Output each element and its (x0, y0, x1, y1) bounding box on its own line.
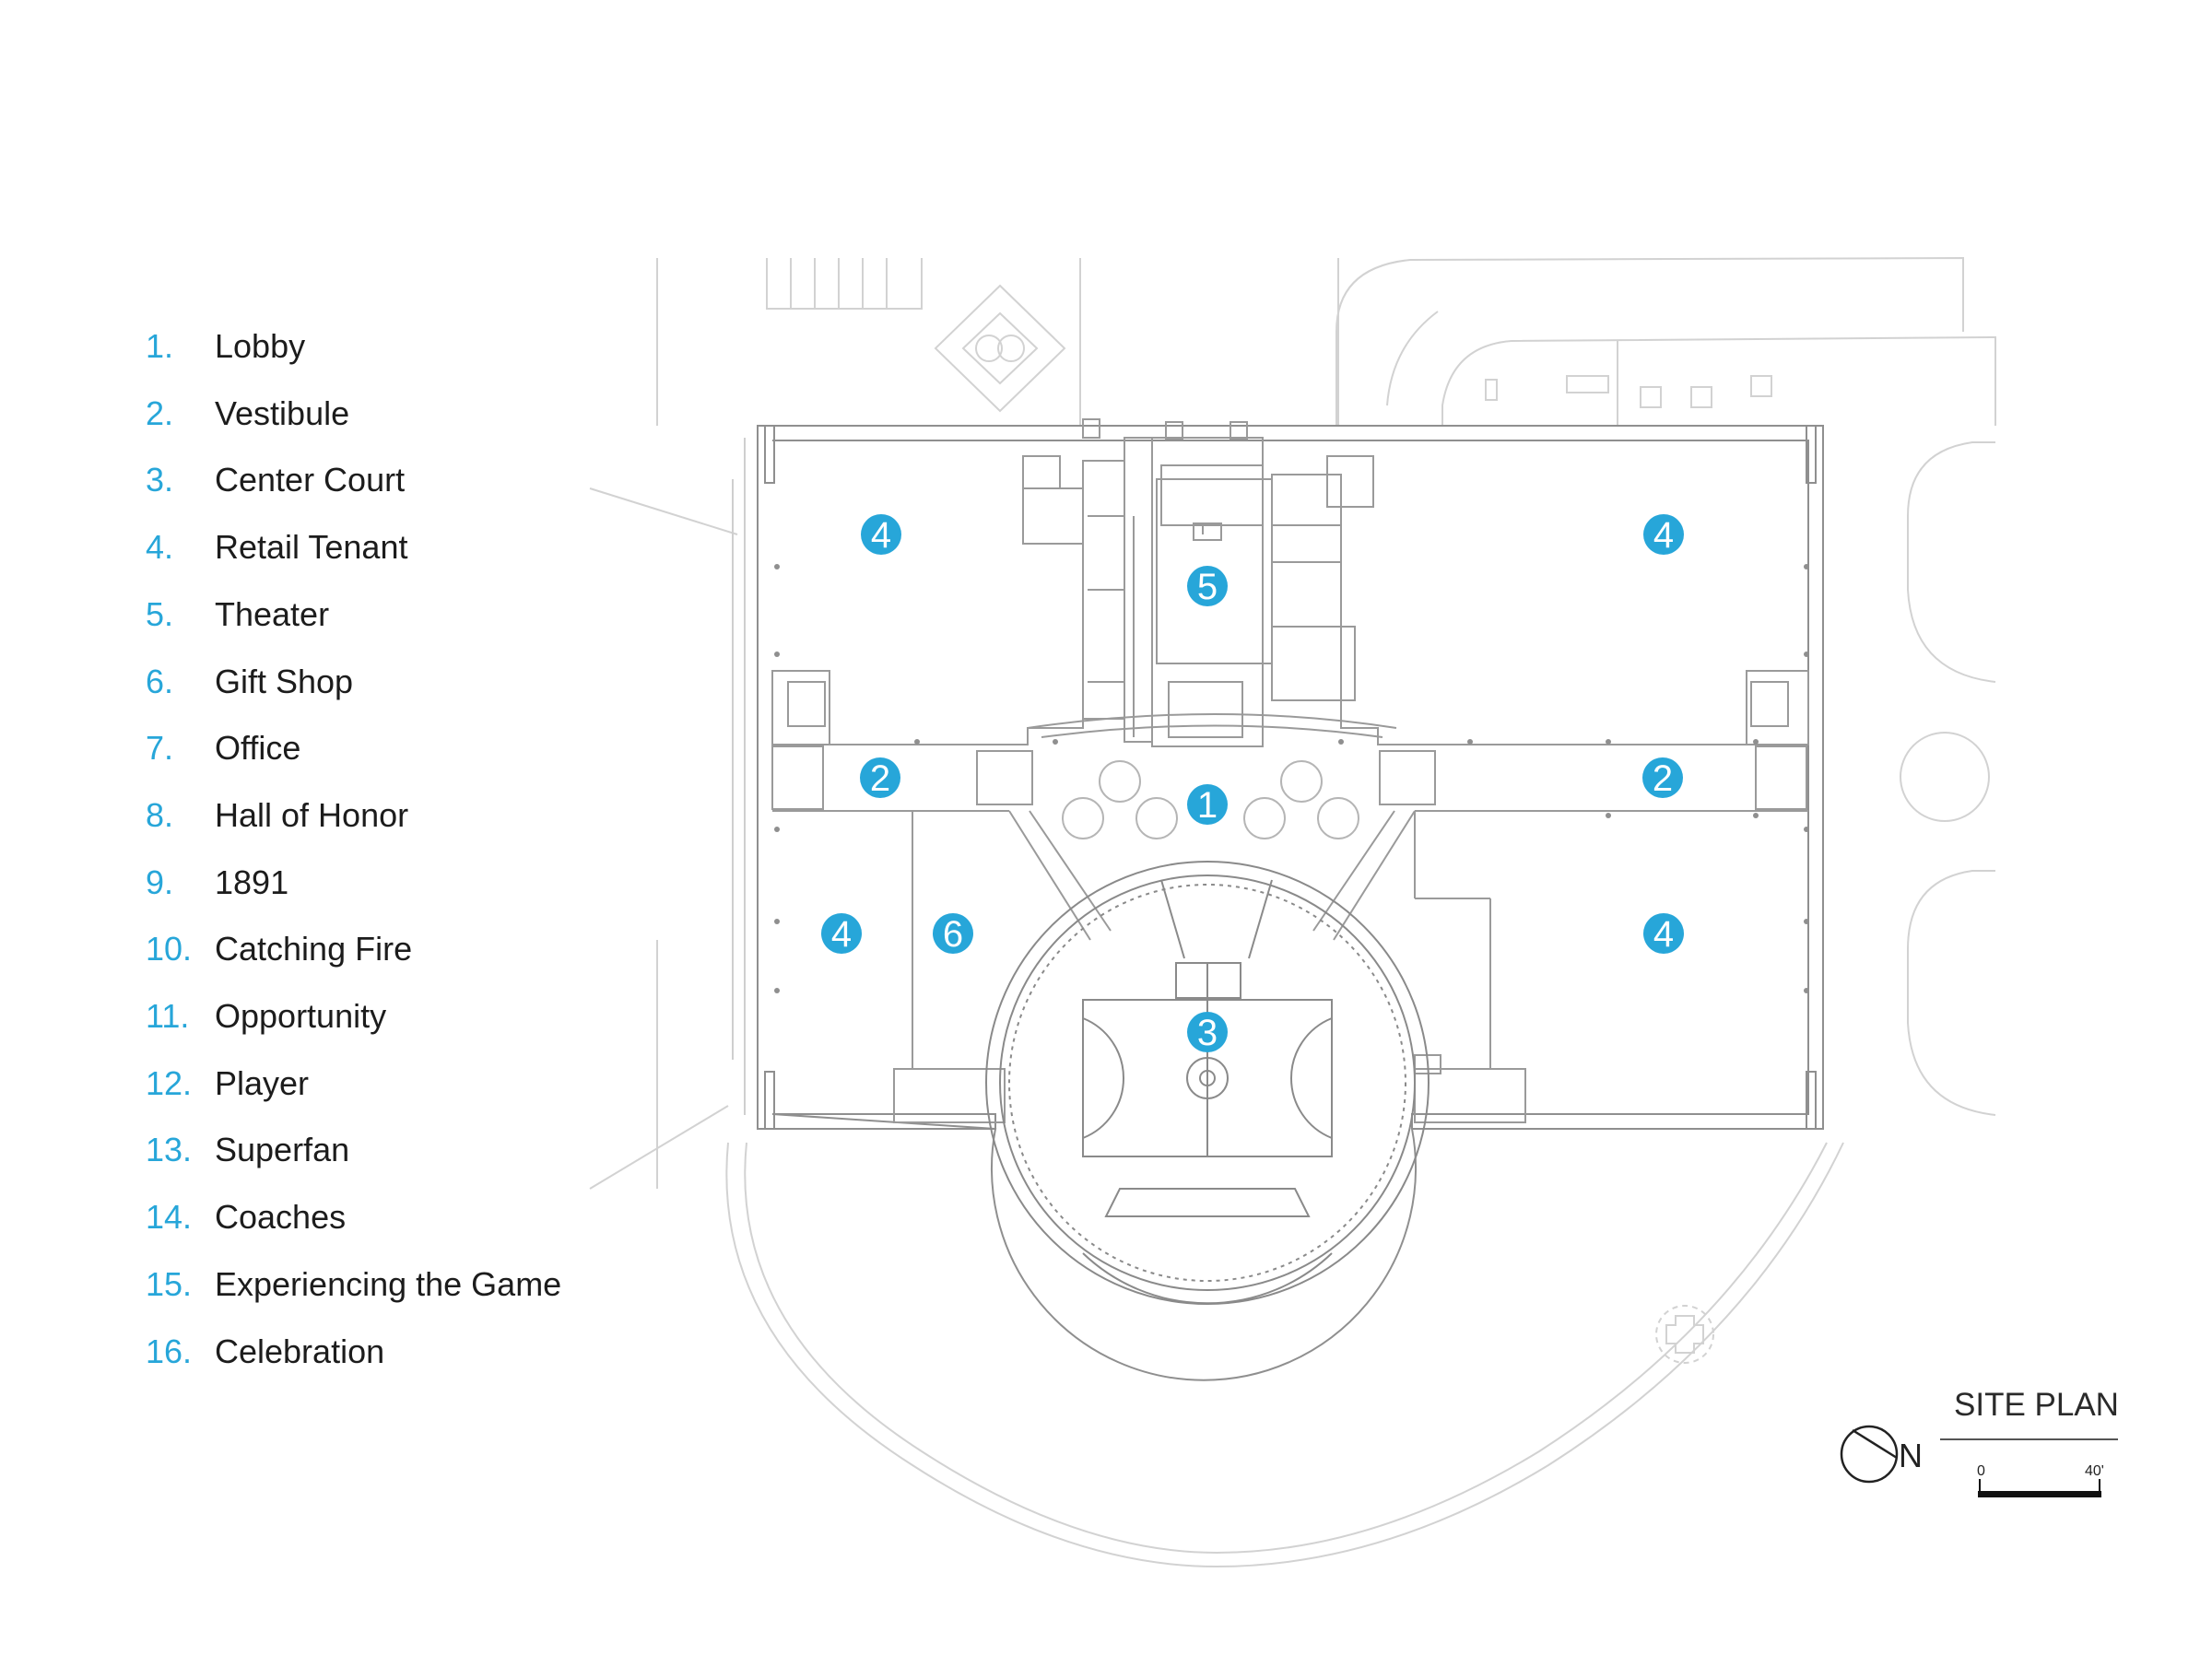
legend-number: 4. (146, 528, 174, 567)
legend-label: Superfan (215, 1131, 350, 1169)
legend-number: 1. (146, 327, 174, 365)
core (1022, 418, 1374, 747)
legend-number: 2. (146, 393, 174, 432)
site-plan-title: SITE PLAN (1954, 1387, 2119, 1423)
legend-label: Center Court (215, 461, 406, 499)
svg-text:5: 5 (1197, 567, 1218, 607)
marker-center-court: 3 (1187, 1012, 1228, 1053)
svg-text:2: 2 (870, 758, 890, 799)
legend-number: 13. (146, 1131, 193, 1169)
legend-number: 9. (146, 863, 174, 901)
court-floor (1082, 879, 1333, 1157)
lobby-rings (1062, 760, 1359, 839)
wings (771, 498, 1809, 1123)
legend-number: 15. (146, 1264, 193, 1303)
svg-text:2: 2 (1653, 758, 1673, 799)
room-markers: 1 2 2 3 4 4 4 4 5 6 (821, 514, 1684, 1053)
marker-theater: 5 (1187, 566, 1228, 607)
legend-label: Vestibule (215, 393, 350, 432)
legend-number: 3. (146, 461, 174, 499)
marker-lobby: 1 (1187, 784, 1228, 826)
legend-label: Celebration (215, 1332, 385, 1370)
north-arrow: N (1840, 1425, 1923, 1484)
scale-start-label: 0 (1977, 1463, 1985, 1479)
marker-retail-se: 4 (1643, 913, 1684, 955)
legend-label: Gift Shop (215, 662, 354, 700)
north-label: N (1899, 1437, 1923, 1474)
structural-grid (774, 564, 1809, 993)
svg-text:4: 4 (1653, 515, 1674, 556)
legend-label: Theater (215, 594, 330, 633)
legend-number: 11. (146, 997, 190, 1035)
marker-retail-sw: 4 (821, 913, 862, 955)
legend-number: 6. (146, 662, 174, 700)
svg-text:3: 3 (1197, 1013, 1218, 1053)
site-context (589, 256, 1996, 1568)
svg-text:4: 4 (871, 515, 891, 556)
scale-bar (1978, 1491, 2101, 1497)
legend-label: Lobby (215, 327, 306, 365)
marker-gift-shop: 6 (933, 913, 973, 955)
marker-vestibule-right: 2 (1642, 757, 1683, 799)
center-court-drum (985, 861, 1430, 1305)
legend-number: 16. (146, 1332, 193, 1370)
svg-text:6: 6 (943, 914, 963, 955)
legend-label: Retail Tenant (215, 528, 408, 567)
scale-end-label: 40' (2085, 1463, 2104, 1479)
legend-number: 12. (146, 1063, 193, 1102)
legend-label: 1891 (215, 863, 289, 901)
marker-retail-ne: 4 (1643, 514, 1684, 556)
marker-retail-nw: 4 (861, 514, 901, 556)
legend-label: Hall of Honor (215, 795, 409, 834)
svg-text:4: 4 (831, 914, 852, 955)
title-block: SITE PLAN 0 40' (1940, 1387, 2119, 1497)
legend-number: 5. (146, 594, 174, 633)
legend-label: Opportunity (215, 997, 387, 1035)
legend-label: Player (215, 1063, 310, 1102)
svg-text:1: 1 (1197, 785, 1218, 826)
legend-number: 10. (146, 930, 193, 968)
legend-label: Coaches (215, 1198, 347, 1237)
legend-number: 14. (146, 1198, 193, 1237)
legend-label: Experiencing the Game (215, 1264, 562, 1303)
marker-vestibule-left: 2 (860, 757, 900, 799)
legend-number: 8. (146, 795, 174, 834)
building-outline (732, 425, 1824, 1381)
legend-label: Catching Fire (215, 930, 413, 968)
svg-text:4: 4 (1653, 914, 1674, 955)
legend-label: Office (215, 729, 301, 768)
legend-number: 7. (146, 729, 174, 768)
